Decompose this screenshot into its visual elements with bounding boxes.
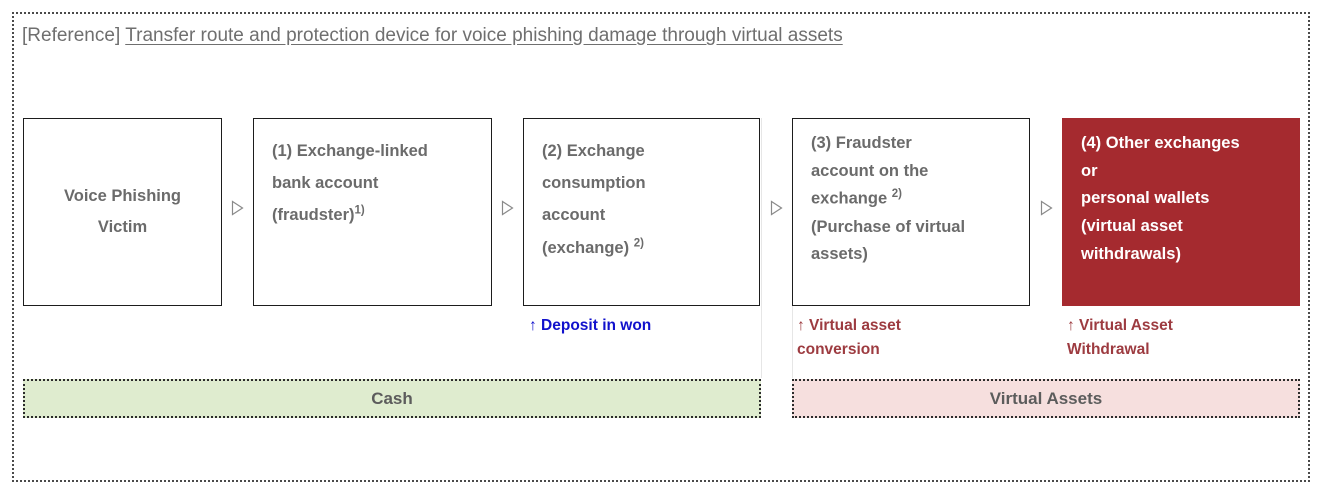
flow-box-fraudster-account-line-5: assets) xyxy=(811,245,868,264)
flow-box-victim-line-2: Victim xyxy=(97,218,148,236)
flow-box-other-exchanges-line-5: withdrawals) xyxy=(1081,244,1181,263)
triangle-right-icon xyxy=(501,200,514,216)
category-bar-virtual-assets-label: Virtual Assets xyxy=(989,388,1103,408)
flow-box-bank-account-line-3-text: (fraudster) xyxy=(272,206,355,225)
flow-box-fraudster-account-footnote: 2) xyxy=(891,188,902,201)
flow-box-consumption-account-line-4-text: (exchange) xyxy=(542,238,634,257)
flow-box-other-exchanges-line-1: (4) Other exchanges xyxy=(1081,134,1240,152)
flow-box-consumption-account-line-2: consumption xyxy=(542,174,646,193)
flow-box-victim-line-1: Voice Phishing xyxy=(63,187,182,206)
flow-box-other-exchanges-line-4: (virtual asset xyxy=(1081,217,1183,236)
reference-title-prefix: [Reference] xyxy=(22,25,121,46)
flow-box-bank-account-line-1: (1) Exchange-linked xyxy=(272,142,428,160)
flow-box-consumption-account-line-3: account xyxy=(542,206,606,225)
flow-box-victim[interactable]: Voice Phishing Victim xyxy=(23,118,222,306)
flow-box-other-exchanges-line-2: or xyxy=(1081,161,1098,180)
diagram-canvas: [Reference] Transfer route and protectio… xyxy=(12,12,1310,482)
category-bar-cash: Cash xyxy=(23,379,761,418)
flow-box-consumption-account-line-1: (2) Exchange xyxy=(542,142,645,160)
annotation-deposit-in-won: ↑ Deposit in won xyxy=(529,317,652,334)
triangle-right-icon xyxy=(231,200,244,216)
flow-box-fraudster-account-line-3-text: exchange xyxy=(811,189,892,208)
annotation-virtual-asset-conversion: ↑ Virtual asset conversion xyxy=(797,317,901,359)
flow-box-fraudster-account-line-2: account on the xyxy=(811,161,929,180)
annotation-virtual-asset-withdrawal: ↑ Virtual Asset Withdrawal xyxy=(1067,317,1173,359)
triangle-right-icon xyxy=(1040,200,1053,216)
flow-box-consumption-account[interactable]: (2) Exchange consumption account (exchan… xyxy=(523,118,760,306)
flow-box-bank-account-footnote: 1) xyxy=(354,204,365,217)
column-divider-mid xyxy=(761,118,762,306)
flow-box-fraudster-account-line-4: (Purchase of virtual xyxy=(811,217,966,236)
reference-title-text: Transfer route and protection device for… xyxy=(125,25,843,46)
flow-box-consumption-account-footnote: 2) xyxy=(633,237,644,250)
column-divider-right xyxy=(792,306,793,378)
flow-box-other-exchanges[interactable]: (4) Other exchanges or personal wallets … xyxy=(1062,118,1300,306)
flow-box-fraudster-account-line-3: exchange 2) xyxy=(811,185,1011,213)
flow-box-fraudster-account-line-1: (3) Fraudster xyxy=(811,134,912,152)
flow-box-fraudster-account[interactable]: (3) Fraudster account on the exchange 2)… xyxy=(792,118,1030,306)
flow-box-other-exchanges-line-3: personal wallets xyxy=(1081,189,1210,208)
flow-box-bank-account[interactable]: (1) Exchange-linked bank account (frauds… xyxy=(253,118,492,306)
flow-box-consumption-account-line-4: (exchange) 2) xyxy=(542,232,741,264)
category-bar-virtual-assets: Virtual Assets xyxy=(792,379,1300,418)
flow-box-bank-account-line-2: bank account xyxy=(272,174,379,193)
flow-box-bank-account-line-3: (fraudster)1) xyxy=(272,199,473,231)
reference-title: [Reference] Transfer route and protectio… xyxy=(22,22,843,50)
category-bar-cash-label: Cash xyxy=(371,388,413,408)
triangle-right-icon xyxy=(770,200,783,216)
column-divider-left xyxy=(761,306,762,378)
